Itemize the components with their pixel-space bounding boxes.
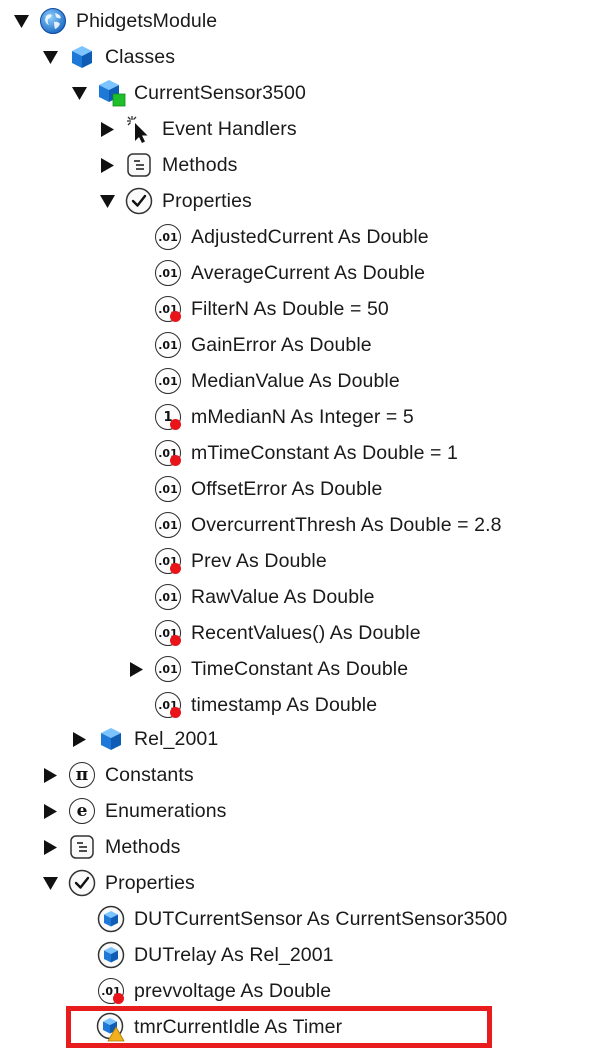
enumeration-icon: e (67, 796, 97, 826)
private-dot-icon (170, 635, 181, 646)
property-item[interactable]: .01 RawValue As Double (127, 579, 375, 615)
globe-icon (38, 6, 68, 36)
object-property-icon (96, 940, 126, 970)
property-item-selected[interactable]: tmrCurrentIdle As Timer (70, 1009, 342, 1045)
tree-item-enumerations[interactable]: e Enumerations (41, 793, 227, 829)
methods-list-icon (67, 832, 97, 862)
tree-item-properties[interactable]: Properties (41, 865, 195, 901)
class-cube-icon (96, 724, 126, 754)
chevron-down-icon[interactable] (70, 84, 88, 102)
property-item[interactable]: DUTrelay As Rel_2001 (70, 937, 334, 973)
chevron-right-icon[interactable] (70, 730, 88, 748)
property-item[interactable]: .01 FilterN As Double = 50 (127, 291, 389, 327)
tree-item-classes[interactable]: Classes (41, 39, 175, 75)
property-item[interactable]: .01 GainError As Double (127, 327, 372, 363)
private-dot-icon (170, 563, 181, 574)
integer-property-icon: 1 (153, 402, 183, 432)
tree-item-methods[interactable]: Methods (41, 829, 181, 865)
tree-item-label: Classes (105, 45, 176, 68)
property-item[interactable]: .01 AdjustedCurrent As Double (127, 219, 429, 255)
checkmark-circle-icon (67, 868, 97, 898)
private-dot-icon (170, 707, 181, 718)
double-property-icon: .01 (153, 546, 183, 576)
chevron-right-icon[interactable] (41, 838, 59, 856)
property-item[interactable]: .01 RecentValues() As Double (127, 615, 421, 651)
property-item[interactable]: .01 timestamp As Double (127, 687, 377, 723)
tree-item-current-sensor[interactable]: CurrentSensor3500 (70, 75, 306, 111)
highlight-box (66, 1006, 492, 1048)
object-warning-icon (96, 1012, 126, 1042)
tree-item-properties[interactable]: Properties (98, 183, 252, 219)
private-dot-icon (170, 419, 181, 430)
double-property-icon: .01 (153, 294, 183, 324)
chevron-down-icon[interactable] (12, 12, 30, 30)
double-property-icon: .01 (153, 474, 183, 504)
chevron-right-icon[interactable] (41, 802, 59, 820)
double-property-icon: .01 (153, 438, 183, 468)
tree-item-label: CurrentSensor3500 (134, 81, 306, 104)
tree-item-constants[interactable]: π Constants (41, 757, 194, 793)
chevron-down-icon[interactable] (41, 874, 59, 892)
chevron-right-icon[interactable] (41, 766, 59, 784)
property-item[interactable]: DUTCurrentSensor As CurrentSensor3500 (70, 901, 507, 937)
object-property-icon (96, 904, 126, 934)
tree-item-rel-2001[interactable]: Rel_2001 (70, 721, 218, 757)
tree-item-event-handlers[interactable]: Event Handlers (98, 111, 297, 147)
property-item[interactable]: 1 mMedianN As Integer = 5 (127, 399, 414, 435)
checkmark-circle-icon (124, 186, 154, 216)
double-property-icon: .01 (153, 366, 183, 396)
tree-item-root[interactable]: PhidgetsModule (12, 3, 217, 39)
private-dot-icon (170, 311, 181, 322)
tree-item-label: Methods (105, 835, 181, 858)
tree-item-label: PhidgetsModule (76, 9, 218, 32)
double-property-icon: .01 (153, 654, 183, 684)
tree-item-label: Constants (105, 763, 194, 786)
double-property-icon: .01 (153, 690, 183, 720)
tree-item-label: Methods (162, 153, 238, 176)
private-dot-icon (170, 455, 181, 466)
tree-item-label: Event Handlers (162, 117, 297, 140)
methods-list-icon (124, 150, 154, 180)
property-item[interactable]: .01 prevvoltage As Double (70, 973, 331, 1009)
tree-item-label: Properties (105, 871, 195, 894)
property-item[interactable]: .01 OvercurrentThresh As Double = 2.8 (127, 507, 502, 543)
double-property-icon: .01 (153, 510, 183, 540)
class-cube-icon (67, 42, 97, 72)
double-property-icon: .01 (153, 582, 183, 612)
property-item[interactable]: .01 AverageCurrent As Double (127, 255, 425, 291)
double-property-icon: .01 (153, 258, 183, 288)
tree-item-methods[interactable]: Methods (98, 147, 238, 183)
class-cube-new-icon (96, 78, 126, 108)
chevron-right-icon[interactable] (127, 660, 145, 678)
chevron-right-icon[interactable] (98, 120, 116, 138)
pi-constant-icon: π (67, 760, 97, 790)
double-property-icon: .01 (153, 618, 183, 648)
property-item[interactable]: .01 OffsetError As Double (127, 471, 382, 507)
chevron-right-icon[interactable] (98, 156, 116, 174)
property-item[interactable]: .01 MedianValue As Double (127, 363, 400, 399)
tree-item-label: Properties (162, 189, 252, 212)
property-item[interactable]: .01 TimeConstant As Double (127, 651, 408, 687)
double-property-icon: .01 (153, 222, 183, 252)
tree-item-label: Rel_2001 (134, 727, 219, 750)
chevron-down-icon[interactable] (98, 192, 116, 210)
cursor-click-icon (124, 114, 154, 144)
property-item[interactable]: .01 mTimeConstant As Double = 1 (127, 435, 458, 471)
double-property-icon: .01 (96, 976, 126, 1006)
double-property-icon: .01 (153, 330, 183, 360)
private-dot-icon (113, 993, 124, 1004)
tree-item-label: Enumerations (105, 799, 227, 822)
chevron-down-icon[interactable] (41, 48, 59, 66)
property-item[interactable]: .01 Prev As Double (127, 543, 327, 579)
